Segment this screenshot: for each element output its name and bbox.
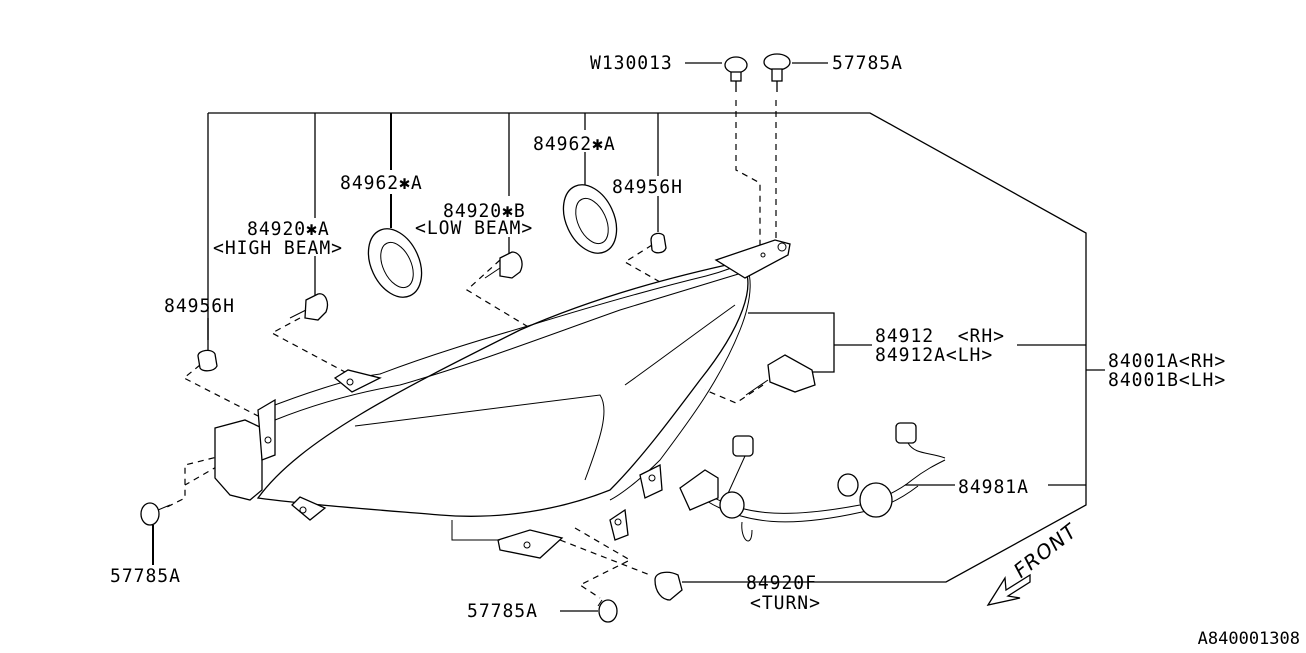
turn-bulb: [654, 571, 683, 601]
part-label-84920f[interactable]: 84920F: [746, 572, 817, 594]
part-label-84962a-right[interactable]: 84962✱A: [533, 133, 616, 155]
clip-w130013: [724, 56, 748, 82]
front-arrow-icon: [986, 573, 1031, 606]
seal-cap-right: [562, 184, 618, 254]
part-label-84920a[interactable]: 84920✱A: [247, 218, 330, 240]
part-label-84920b-desc: <LOW BEAM>: [415, 217, 534, 239]
bushing-left: [197, 349, 218, 372]
part-label-84912-rh[interactable]: 84912 <RH>: [875, 325, 1006, 347]
part-label-84001b-lh[interactable]: 84001B<LH>: [1108, 369, 1227, 391]
part-label-84956h-left[interactable]: 84956H: [164, 295, 235, 317]
bushing-right: [650, 232, 667, 254]
headlamp-housing: [214, 239, 791, 559]
part-label-84920b[interactable]: 84920✱B: [443, 200, 526, 222]
bolt-top: [763, 53, 791, 82]
seal-cap-left: [367, 228, 423, 298]
assembly-guides: [164, 100, 777, 599]
leader-frame: [152, 62, 1105, 612]
high-beam-bulb: [289, 293, 329, 321]
part-label-84920a-desc: <HIGH BEAM>: [213, 237, 344, 259]
part-label-84981a[interactable]: 84981A: [958, 476, 1029, 498]
bolt-left: [140, 502, 171, 526]
part-label-57785a-left[interactable]: 57785A: [110, 565, 181, 587]
leveling-actuator: [745, 354, 816, 396]
part-label-57785a-top[interactable]: 57785A: [832, 52, 903, 74]
part-label-84956h-right[interactable]: 84956H: [612, 176, 683, 198]
wiring-harness: [679, 422, 946, 542]
bolt-bottom: [597, 599, 618, 623]
part-label-w130013[interactable]: W130013: [590, 52, 673, 74]
part-label-84912a-lh[interactable]: 84912A<LH>: [875, 344, 994, 366]
low-beam-bulb: [484, 251, 523, 279]
part-label-84920f-desc: <TURN>: [750, 592, 821, 614]
part-label-84962a-left[interactable]: 84962✱A: [340, 172, 423, 194]
diagram-reference-code: A840001308: [1197, 629, 1300, 649]
part-label-84001a-rh[interactable]: 84001A<RH>: [1108, 350, 1227, 372]
part-label-57785a-bottom[interactable]: 57785A: [467, 600, 538, 622]
